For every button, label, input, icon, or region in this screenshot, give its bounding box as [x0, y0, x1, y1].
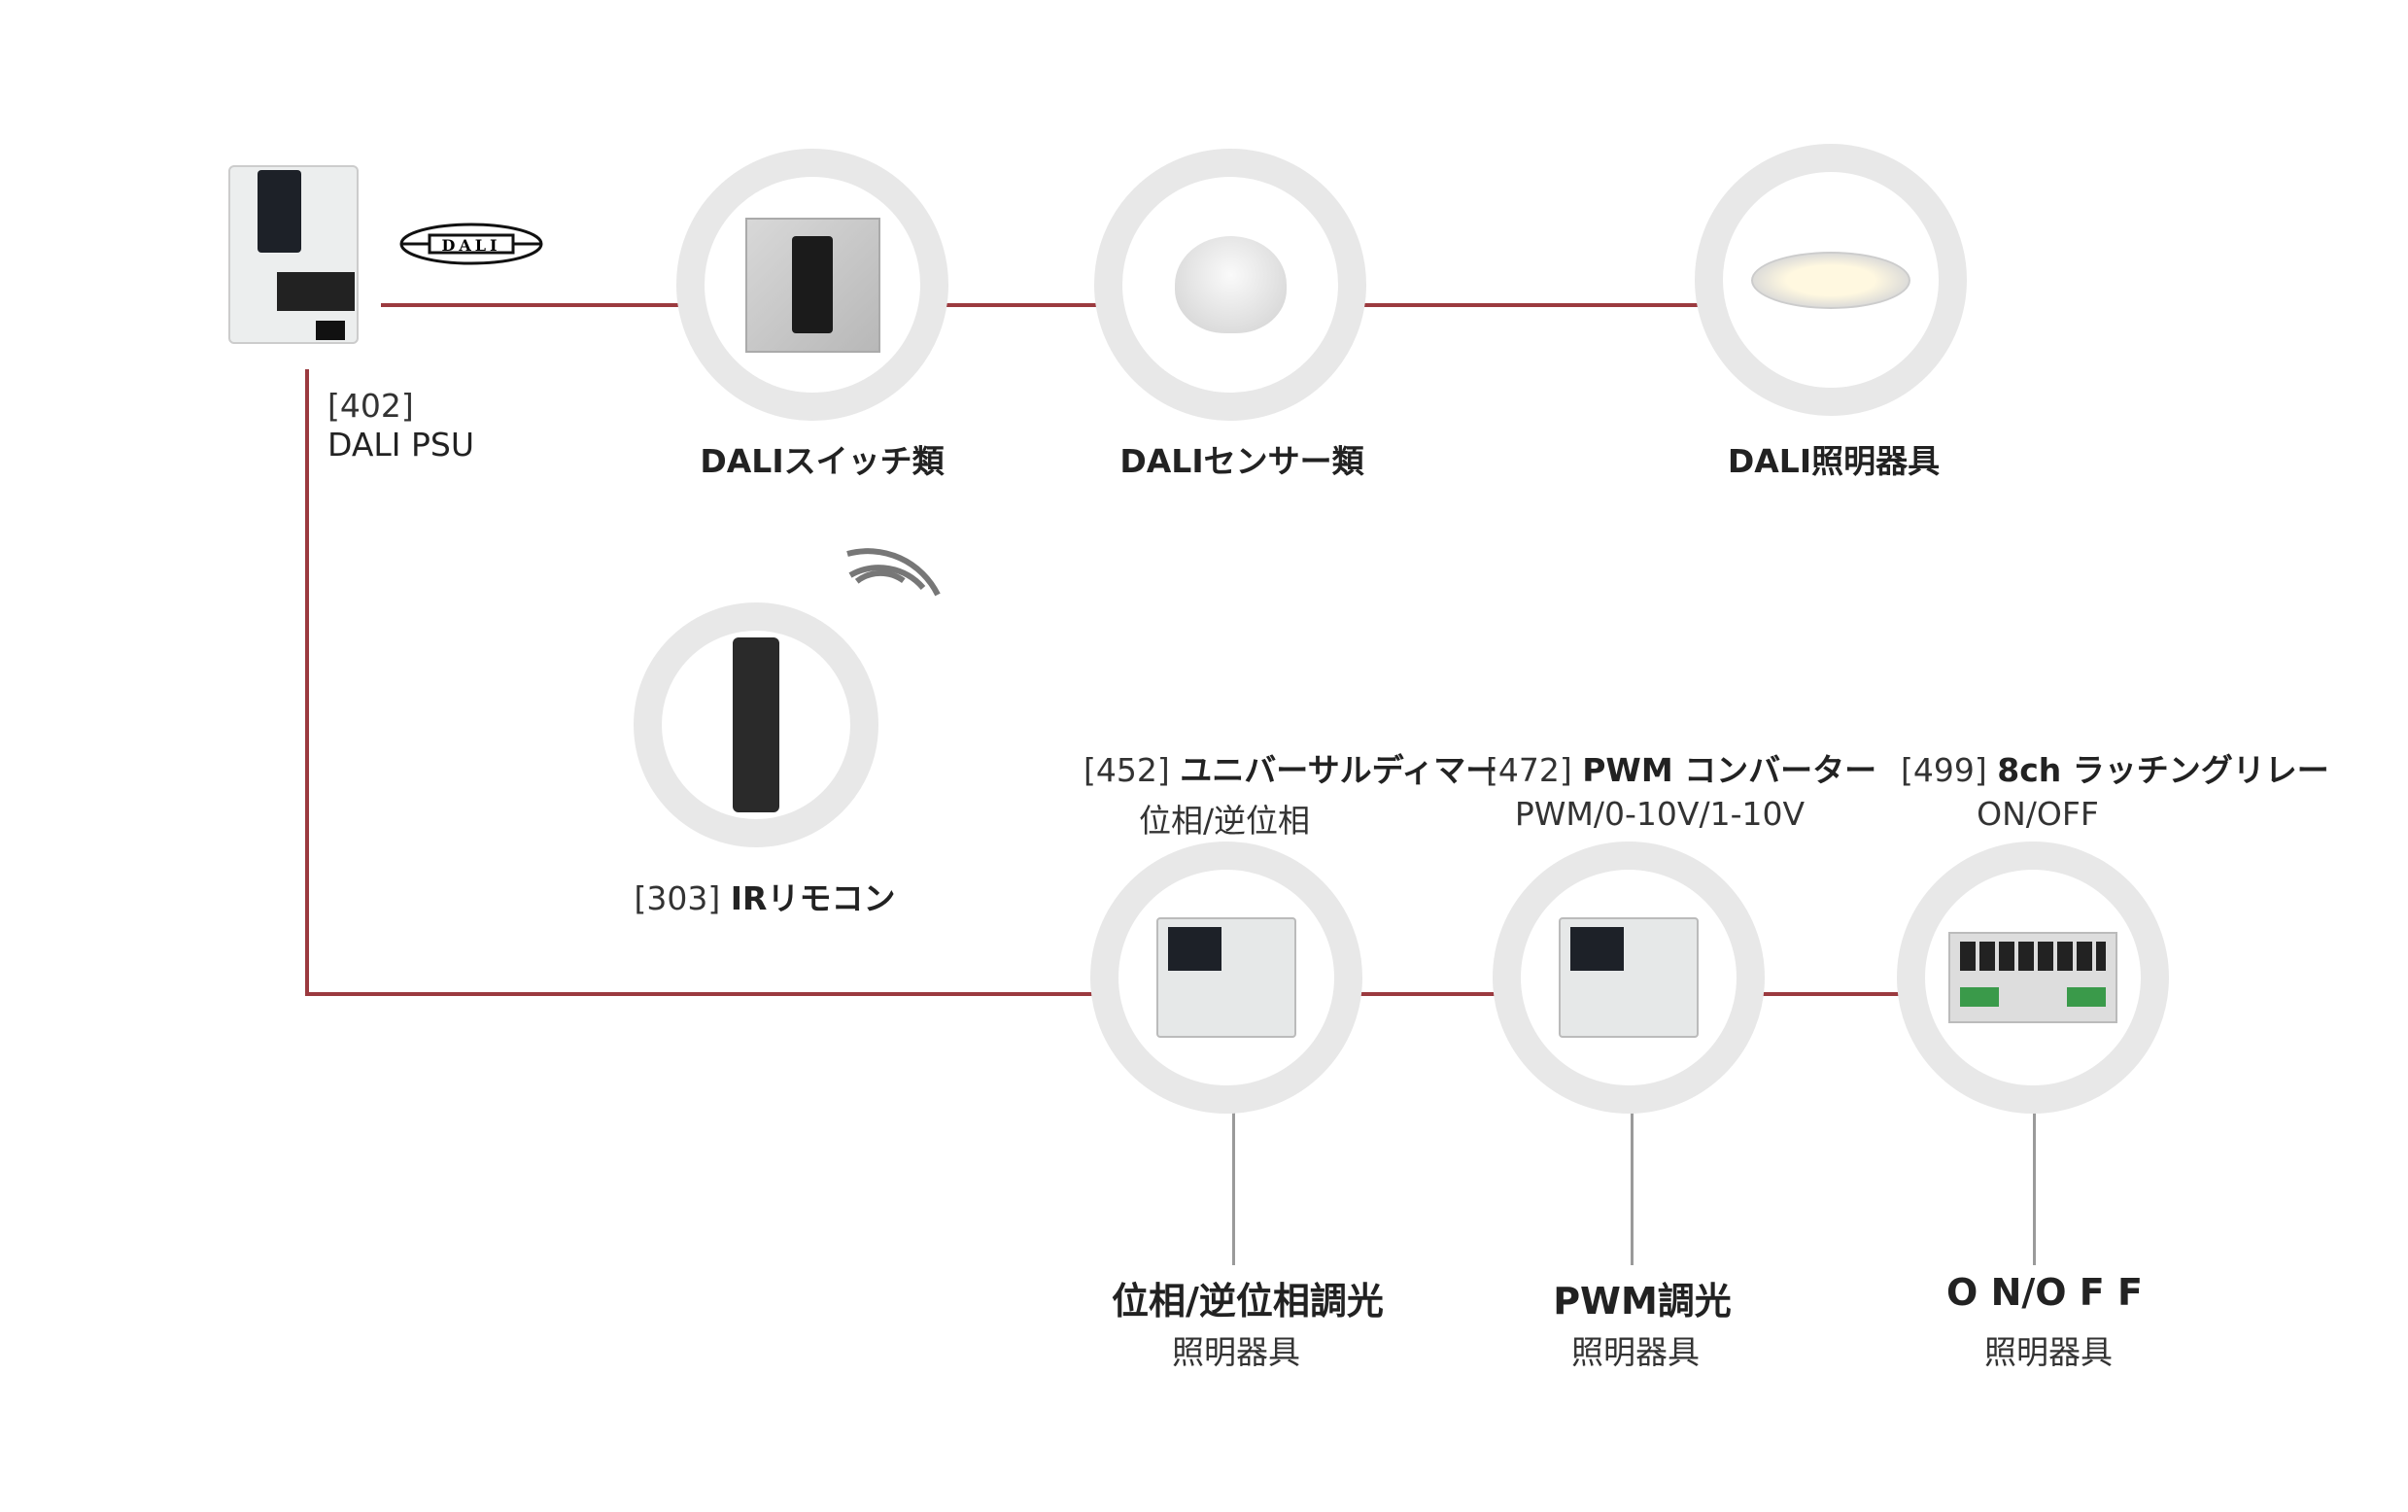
dali-switch-label: DALIスイッチ類	[700, 442, 945, 480]
module-472-title: [472] PWM コンバーター	[1486, 744, 1876, 791]
dali-luminaire-node	[1695, 144, 1967, 416]
module-472-node	[1493, 842, 1765, 1114]
output-line-472	[1631, 1108, 1634, 1265]
module-code: [472]	[1486, 751, 1572, 789]
output-452-sub: 照明器具	[1172, 1333, 1300, 1371]
ir-remote-node	[634, 602, 878, 847]
ir-remote-image	[733, 637, 779, 812]
module-452-title: [452] ユニバーサルディマー	[1084, 744, 1497, 791]
module-472-sub: PWM/0-10V/1-10V	[1514, 795, 1806, 833]
module-code: [452]	[1084, 751, 1170, 789]
output-472-sub: 照明器具	[1571, 1333, 1700, 1371]
dali-bus-vertical	[305, 369, 309, 996]
module-452-node	[1090, 842, 1362, 1114]
pwm-converter-image	[1559, 917, 1699, 1038]
svg-text:DALI: DALI	[441, 236, 500, 255]
output-499-sub: 照明器具	[1984, 1333, 2113, 1371]
ir-name: IRリモコン	[730, 879, 896, 917]
relay-image	[1948, 932, 2117, 1023]
output-line-452	[1232, 1108, 1235, 1265]
ir-remote-label: [303] IRリモコン	[635, 873, 896, 919]
sensor-image	[1174, 236, 1287, 333]
dali-bus-top	[381, 303, 1703, 307]
dali-sensor-node	[1094, 149, 1366, 421]
wireless-signal-icon	[846, 548, 941, 597]
dali-switch-node	[676, 149, 948, 421]
module-name: 8ch ラッチングリレー	[1997, 751, 2329, 789]
module-499-title: [499] 8ch ラッチングリレー	[1901, 744, 2329, 791]
switch-image	[744, 217, 880, 353]
module-452-sub: 位相/逆位相	[1138, 802, 1311, 840]
ir-code: [303]	[634, 879, 721, 917]
dali-logo: DALI	[399, 223, 543, 265]
psu-device-image	[209, 155, 374, 350]
psu-code: [402]	[327, 387, 414, 425]
module-code: [499]	[1901, 751, 1987, 789]
output-452-title: 位相/逆位相調光	[1112, 1280, 1384, 1323]
module-name: ユニバーサルディマー	[1180, 751, 1498, 789]
dali-luminaire-label: DALI照明器具	[1727, 442, 1941, 480]
output-472-title: PWM調光	[1553, 1280, 1732, 1323]
module-499-sub: ON/OFF	[1977, 795, 2099, 833]
psu-name: DALI PSU	[327, 426, 475, 464]
dimmer-image	[1156, 917, 1296, 1038]
downlight-image	[1751, 251, 1910, 309]
module-name: PWM コンバーター	[1582, 751, 1877, 789]
module-499-node	[1897, 842, 2169, 1114]
output-line-499	[2033, 1108, 2036, 1265]
dali-sensor-label: DALIセンサー類	[1119, 442, 1364, 480]
output-499-title: O N/O F F	[1946, 1271, 2143, 1314]
